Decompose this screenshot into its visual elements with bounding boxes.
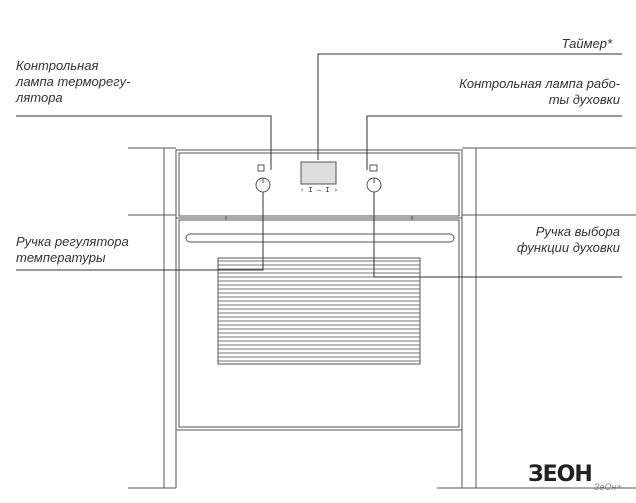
- label-line: Контрольная: [16, 58, 99, 73]
- label-line: лятора: [16, 90, 63, 105]
- brand-logo: ЗЕОН: [528, 462, 593, 487]
- label-oven-lamp: Контрольная лампа рабо- ты духовки: [459, 76, 620, 108]
- label-line: функции духовки: [516, 240, 620, 255]
- label-line: Таймер*: [561, 36, 612, 51]
- label-function-knob: Ручка выбора функции духовки: [517, 224, 620, 256]
- label-line: Ручка регулятора: [16, 234, 129, 249]
- label-line: Контрольная лампа рабо-: [459, 76, 620, 91]
- label-line: лампа терморегу-: [16, 74, 131, 89]
- label-line: температуры: [16, 250, 106, 265]
- label-temp-knob: Ручка регулятора температуры: [16, 234, 129, 266]
- brand-logo-sub: ЗеОн+: [594, 482, 622, 492]
- label-line: ты духовки: [548, 92, 620, 107]
- timer-display-text: ‹ I – I ›: [300, 186, 338, 194]
- label-line: Ручка выбора: [535, 224, 620, 239]
- label-thermostat-lamp: Контрольная лампа терморегу- лятора: [16, 58, 130, 106]
- label-timer: Таймер*: [561, 36, 612, 52]
